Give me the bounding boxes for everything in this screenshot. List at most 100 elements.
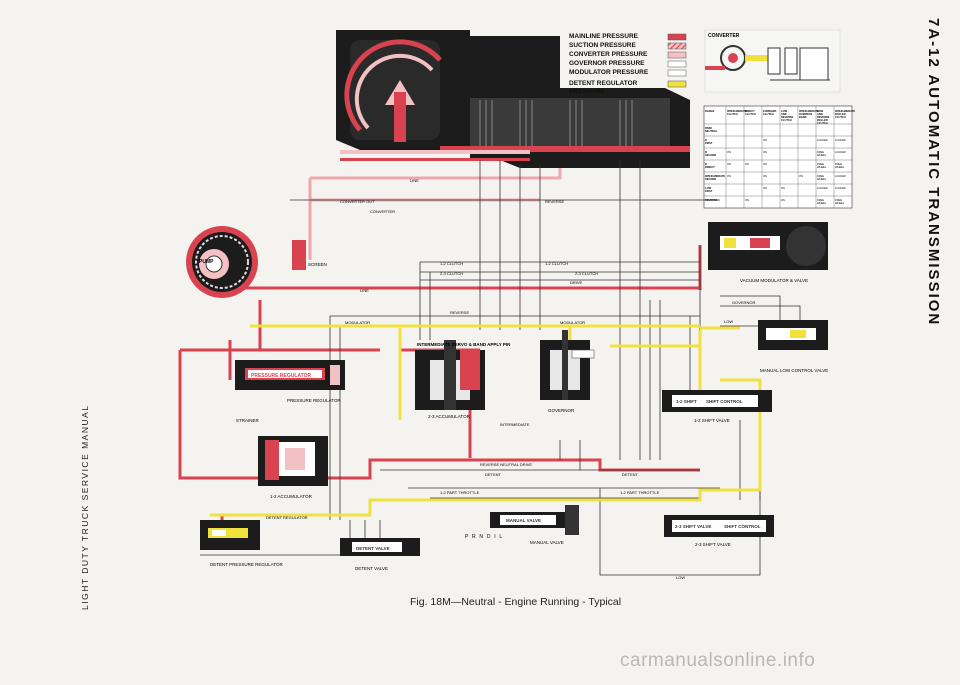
- line-label-line-top: LINE: [410, 178, 419, 183]
- line-label-detent-regulator: DETENT REGULATOR: [266, 515, 308, 520]
- range-table-cell: ON: [727, 150, 731, 154]
- range-table-cell: LOCKED: [835, 150, 846, 154]
- legend-label-5: DETENT REGULATOR PRESSURE: [569, 80, 638, 95]
- manual-valve-inline-label: MANUAL VALVE: [506, 518, 541, 523]
- line-label-part-throttle: 1-2 PART THROTTLE: [440, 490, 480, 495]
- range-table-cell: LOCKED: [835, 138, 846, 142]
- line-label-detent: DETENT: [485, 472, 502, 477]
- detent-valve-label: DETENT VALVE: [355, 566, 388, 571]
- detent-regulator-label: DETENT PRESSURE REGULATOR: [210, 562, 284, 567]
- legend-label-0: MAINLINE PRESSURE: [569, 33, 638, 40]
- range-table-cell: ON: [745, 162, 749, 166]
- range-table-cell: LOCKED: [835, 174, 846, 178]
- line-label-drive: DRIVE: [570, 280, 583, 285]
- manual-positions: P R N D I L: [465, 534, 503, 540]
- range-table-cell: ON: [763, 174, 767, 178]
- range-table-cell: ON: [727, 174, 731, 178]
- range-table-cell: ON: [781, 198, 785, 202]
- side-footer: LIGHT DUTY TRUCK SERVICE MANUAL: [80, 404, 90, 610]
- detent-valve: DETENT VALVE: [340, 538, 420, 556]
- line-label-reverse: REVERSE: [545, 199, 564, 204]
- figure-caption: Fig. 18M—Neutral - Engine Running - Typi…: [410, 596, 622, 608]
- line-label-converter-out: CONVERTER OUT: [340, 199, 375, 204]
- range-table-cell: ON: [781, 186, 785, 190]
- watermark: carmanualsonline.info: [620, 650, 816, 671]
- line-label-low2: LOW: [676, 575, 685, 580]
- manual-valve: MANUAL VALVE: [490, 505, 579, 535]
- shift-23-label: 2-3 SHIFT VALVE: [695, 542, 731, 547]
- strainer-label: STRAINER: [236, 418, 260, 423]
- pump-screen: [292, 240, 306, 270]
- line-label-detent2: DETENT: [622, 472, 639, 477]
- line-label-governor: GOVERNOR: [732, 300, 755, 305]
- shift-23-inline-label: 2-3 SHIFT VALVE: [675, 524, 711, 529]
- inset-label: CONVERTER: [708, 33, 740, 39]
- legend-label-2: CONVERTER PRESSURE: [569, 51, 648, 58]
- shift-12-inline-label: 1-2 SHIFT: [676, 399, 697, 404]
- shift-control-12-inline-label: SHIFT CONTROL: [706, 399, 743, 404]
- shift-control-23-inline-label: SHIFT CONTROL: [724, 524, 761, 529]
- range-table-frame: [703, 105, 853, 209]
- shift-valve-12: 1-2 SHIFT SHIFT CONTROL: [662, 390, 772, 412]
- legend-swatch-2: [667, 51, 687, 59]
- range-table-cell: ON: [763, 138, 767, 142]
- legend-label-4: MODULATOR PRESSURE: [569, 69, 649, 76]
- pressure-regulator-valve-label: PRESSURE REGULATOR: [251, 373, 311, 379]
- line-label-line: LINE: [360, 288, 369, 293]
- range-table-cell: ON: [727, 162, 731, 166]
- screen-label: SCREEN: [308, 262, 327, 267]
- servo-label: INTERMEDIATE SERVO & BAND APPLY PIN: [417, 342, 510, 347]
- manual-low-control-valve: [758, 320, 828, 350]
- range-table-cell: LOCKED: [817, 138, 828, 142]
- vacuum-modulator: [708, 222, 828, 270]
- range-table-cell: LOCKED: [835, 186, 846, 190]
- manual-valve-label: MANUAL VALVE: [530, 540, 564, 545]
- pump-label: PUMP: [199, 259, 214, 265]
- shift-valve-23: 2-3 SHIFT VALVE SHIFT CONTROL: [664, 515, 774, 537]
- line-label-modulator2: MODULATOR: [560, 320, 585, 325]
- legend-swatches: [667, 33, 687, 88]
- intermediate-servo: [415, 340, 485, 410]
- range-table-cell: ON: [763, 162, 767, 166]
- legend-label-3: GOVERNOR PRESSURE: [569, 60, 645, 67]
- line-label-clutch-12: 1-2 CLUTCH: [440, 261, 463, 266]
- governor: [540, 330, 595, 400]
- legend-swatch-3: [667, 60, 687, 68]
- range-table-cell: ON: [799, 174, 803, 178]
- detent-valve-inline-label: DETENT VALVE: [356, 546, 390, 551]
- range-table-header-0: RANGE: [705, 109, 715, 113]
- accumulator-12-label: 1-2 ACCUMULATOR: [270, 494, 313, 499]
- legend-swatch-1: [667, 42, 687, 50]
- line-label-clutch-12b: 1-2 CLUTCH: [545, 261, 568, 266]
- line-label-converter: CONVERTER: [370, 209, 395, 214]
- legend-swatch-5: [667, 80, 687, 88]
- pressure-regulator: PRESSURE REGULATOR: [235, 360, 345, 390]
- manual-low-label: MANUAL LOW CONTROL VALVE: [760, 368, 828, 373]
- shift-12-label: 1-2 SHIFT VALVE: [694, 418, 730, 423]
- legend-label-1: SUCTION PRESSURE: [569, 42, 636, 49]
- accumulator-23-label: 2-3 ACCUMULATOR: [428, 414, 471, 419]
- pump: PUMP: [186, 226, 258, 298]
- governor-label: GOVERNOR: [548, 408, 575, 413]
- hydraulic-lines: [178, 160, 801, 576]
- legend-swatch-0: [667, 33, 687, 41]
- line-label-intermediate: INTERMEDIATE: [500, 422, 530, 427]
